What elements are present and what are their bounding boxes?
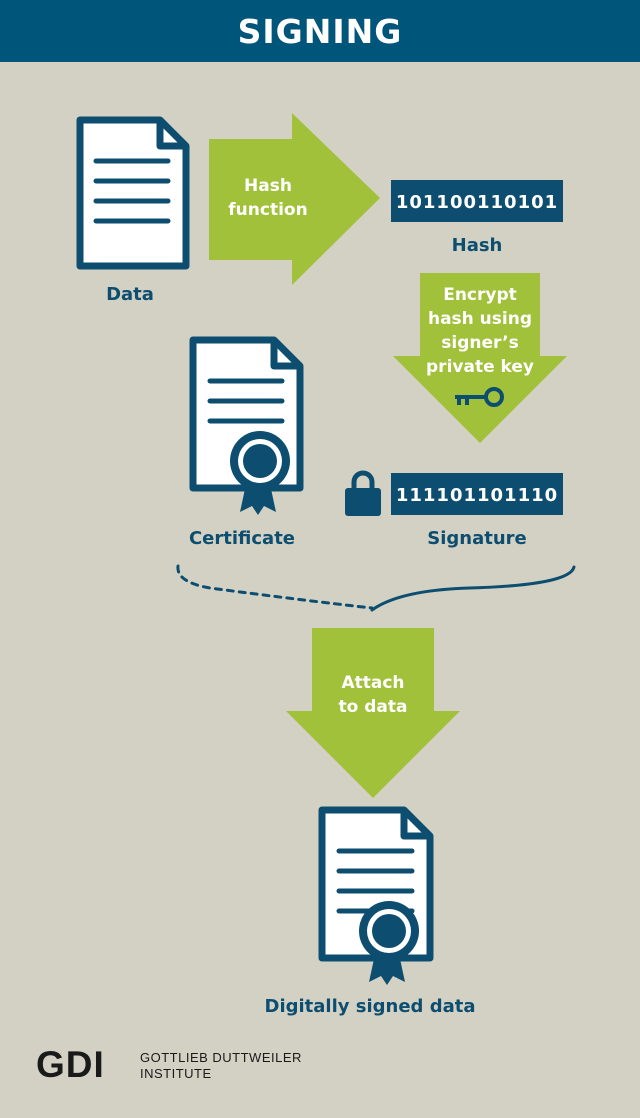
signature-label: Signature	[427, 528, 526, 549]
signature-value-box	[391, 473, 563, 515]
certificate-label: Certificate	[189, 528, 295, 549]
encrypt-label-4: private key	[426, 357, 534, 377]
institute-name-line-1: GOTTLIEB DUTTWEILER	[140, 1050, 302, 1065]
hash-function-arrow	[209, 113, 380, 285]
hash-function-label-1: Hash	[244, 176, 292, 196]
certificate-icon	[189, 336, 304, 515]
hash-value: 101100110101	[396, 192, 558, 213]
signature-value: 111101101110	[396, 485, 558, 506]
data-label: Data	[106, 284, 154, 305]
signed-data-label: Digitally signed data	[265, 996, 476, 1017]
hash-label: Hash	[452, 235, 503, 256]
gdi-logo: GDI	[36, 1044, 105, 1085]
encrypt-arrow	[393, 273, 567, 443]
institute-name: GOTTLIEB DUTTWEILER INSTITUTE	[140, 1050, 302, 1082]
institute-name-line-2: INSTITUTE	[140, 1066, 212, 1081]
signed-document-icon	[318, 806, 434, 985]
attach-label-2: to data	[339, 697, 408, 717]
encrypt-label-1: Encrypt	[443, 285, 517, 305]
lock-icon	[345, 470, 381, 516]
attach-arrow	[286, 628, 460, 798]
header-bar: SIGNING	[0, 0, 640, 62]
attach-label-1: Attach	[341, 673, 404, 693]
hash-function-label-2: function	[228, 200, 307, 220]
page-title: SIGNING	[237, 11, 403, 51]
brace-connector	[176, 564, 576, 612]
hash-value-box	[391, 180, 563, 222]
encrypt-label-2: hash using	[428, 309, 532, 329]
encrypt-label-3: signer’s	[441, 333, 518, 353]
document-icon	[76, 116, 190, 270]
key-icon	[455, 387, 504, 407]
